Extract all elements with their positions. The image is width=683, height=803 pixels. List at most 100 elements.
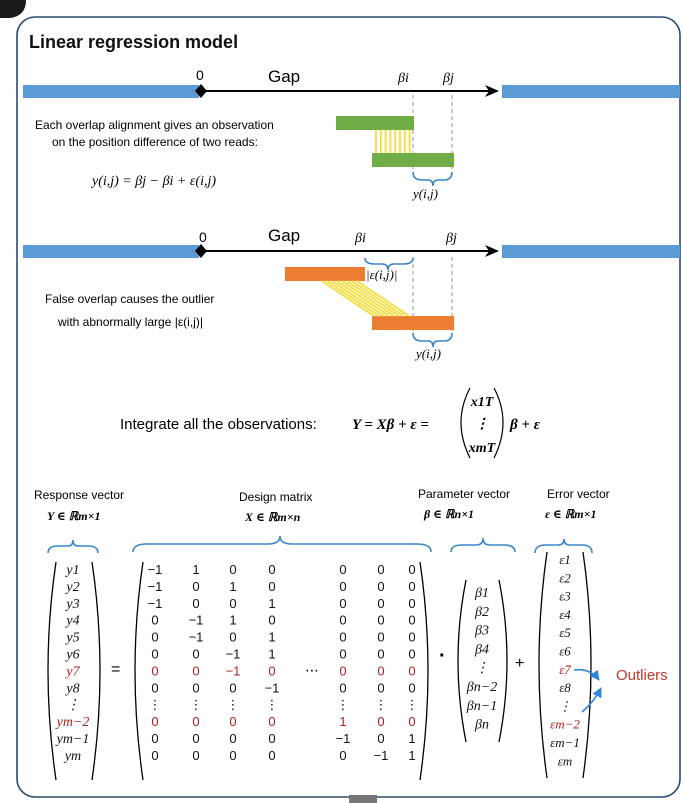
y-brace bbox=[412, 171, 453, 187]
design-entry: 0 bbox=[268, 731, 275, 746]
design-entry: −1 bbox=[189, 613, 204, 628]
design-entry: −1 bbox=[148, 562, 163, 577]
beta-i-label: βi bbox=[397, 71, 409, 86]
outer-frame bbox=[16, 16, 681, 798]
origin-label: 0 bbox=[196, 67, 204, 83]
parameter-left-paren bbox=[457, 579, 467, 743]
design-entry: 0 bbox=[192, 579, 199, 594]
green-read-1 bbox=[336, 116, 414, 130]
observation-equation: y(i,j) = βj − βi + ε(i,j) bbox=[90, 174, 216, 189]
design-entry: 0 bbox=[192, 714, 199, 729]
design-matrix-header: Design matrix bbox=[239, 490, 312, 504]
false-alignment-line bbox=[351, 280, 405, 317]
y-ij-label: y(i,j) bbox=[411, 186, 438, 201]
false-alignment-line bbox=[326, 280, 380, 317]
error-entry: εm−2 bbox=[550, 717, 580, 732]
x-first-row: x1T bbox=[470, 395, 495, 410]
error-vector-space: ε ∈ ℝm×1 bbox=[545, 507, 596, 521]
design-entry: 0 bbox=[339, 680, 346, 695]
design-entry: 0 bbox=[229, 748, 236, 763]
response-entry: y4 bbox=[64, 614, 79, 629]
x-dots: ⋮ bbox=[475, 417, 489, 432]
design-entry: 0 bbox=[408, 596, 415, 611]
outlier-arrow-1 bbox=[573, 668, 600, 681]
outlier-arrow-2 bbox=[581, 687, 602, 713]
design-entry: 0 bbox=[339, 663, 346, 678]
error-brace bbox=[534, 538, 593, 554]
design-matrix-space: X ∈ ℝm×n bbox=[244, 510, 301, 524]
response-entry: y3 bbox=[64, 597, 79, 612]
response-entry: y7 bbox=[64, 664, 80, 679]
error-entry: ε6 bbox=[559, 644, 571, 659]
design-entry: 0 bbox=[229, 630, 236, 645]
design-entry: 1 bbox=[268, 630, 275, 645]
integrate-right-paren bbox=[493, 387, 504, 459]
integrate-lhs: Y = Xβ + ε = bbox=[352, 417, 429, 433]
read-left-bar-2 bbox=[23, 245, 199, 258]
design-entry: 0 bbox=[339, 613, 346, 628]
error-entry: ε4 bbox=[559, 607, 571, 622]
integrate-rhs: β + ε bbox=[509, 417, 541, 433]
design-entry: ⋮ bbox=[190, 697, 203, 712]
design-entry: 0 bbox=[192, 596, 199, 611]
design-entry: 0 bbox=[268, 613, 275, 628]
gap-label: Gap bbox=[268, 67, 300, 86]
design-entry: 0 bbox=[229, 596, 236, 611]
response-entry: y2 bbox=[64, 580, 79, 595]
origin-label-2: 0 bbox=[199, 229, 207, 245]
response-entry: ym−2 bbox=[55, 715, 90, 730]
read-left-bar bbox=[23, 85, 199, 98]
integrate-left-paren bbox=[460, 387, 471, 459]
design-entry: 0 bbox=[408, 579, 415, 594]
design-entry: −1 bbox=[336, 731, 351, 746]
plus-sign: + bbox=[515, 655, 524, 672]
design-entry: 0 bbox=[268, 579, 275, 594]
panel1-desc-line1: Each overlap alignment gives an observat… bbox=[35, 118, 274, 132]
design-entry: 0 bbox=[377, 647, 384, 662]
error-entry: ε5 bbox=[559, 625, 571, 640]
design-left-paren bbox=[134, 561, 144, 781]
design-brace bbox=[132, 535, 432, 553]
design-entry: 0 bbox=[192, 680, 199, 695]
design-entry: −1 bbox=[189, 630, 204, 645]
error-entry: ε7 bbox=[559, 662, 571, 677]
parameter-entry: β4 bbox=[474, 642, 489, 657]
origin-diamond bbox=[195, 84, 207, 98]
design-entry: 0 bbox=[151, 647, 158, 662]
integrate-text: Integrate all the observations: bbox=[120, 416, 317, 433]
response-entry: y1 bbox=[64, 563, 79, 578]
gap-label-2: Gap bbox=[268, 226, 300, 245]
error-right-paren bbox=[582, 551, 592, 779]
false-alignment-line bbox=[346, 280, 400, 317]
parameter-entry: β3 bbox=[474, 624, 489, 639]
x-last-row: xmT bbox=[468, 441, 497, 456]
design-entry: 0 bbox=[151, 630, 158, 645]
false-alignment-line bbox=[331, 280, 385, 317]
matrix-headers: Response vector Y ∈ ℝm×1 Design matrix X… bbox=[34, 487, 610, 524]
design-entry: 0 bbox=[377, 630, 384, 645]
design-entry: 0 bbox=[151, 748, 158, 763]
design-entry: 1 bbox=[408, 748, 415, 763]
design-entry: 0 bbox=[229, 714, 236, 729]
response-entry: y6 bbox=[64, 648, 79, 663]
parameter-right-paren bbox=[498, 579, 508, 743]
response-entry: ym bbox=[63, 749, 81, 764]
error-vector-header: Error vector bbox=[547, 487, 610, 501]
design-entry: 1 bbox=[339, 714, 346, 729]
design-entry: 0 bbox=[377, 613, 384, 628]
parameter-entry: βn−1 bbox=[466, 699, 497, 714]
read-right-bar-2 bbox=[502, 245, 680, 258]
design-entry: 0 bbox=[229, 731, 236, 746]
design-entry: 0 bbox=[339, 748, 346, 763]
design-entry: 0 bbox=[408, 562, 415, 577]
design-entry: 0 bbox=[408, 647, 415, 662]
design-entry: 0 bbox=[339, 596, 346, 611]
bottom-tab bbox=[349, 795, 377, 803]
read-right-bar bbox=[502, 85, 680, 98]
response-vector-space: Y ∈ ℝm×1 bbox=[47, 509, 100, 523]
design-entry: 0 bbox=[408, 680, 415, 695]
design-entry: 1 bbox=[268, 647, 275, 662]
orange-read-2 bbox=[372, 316, 454, 330]
equals-sign: = bbox=[111, 661, 120, 678]
